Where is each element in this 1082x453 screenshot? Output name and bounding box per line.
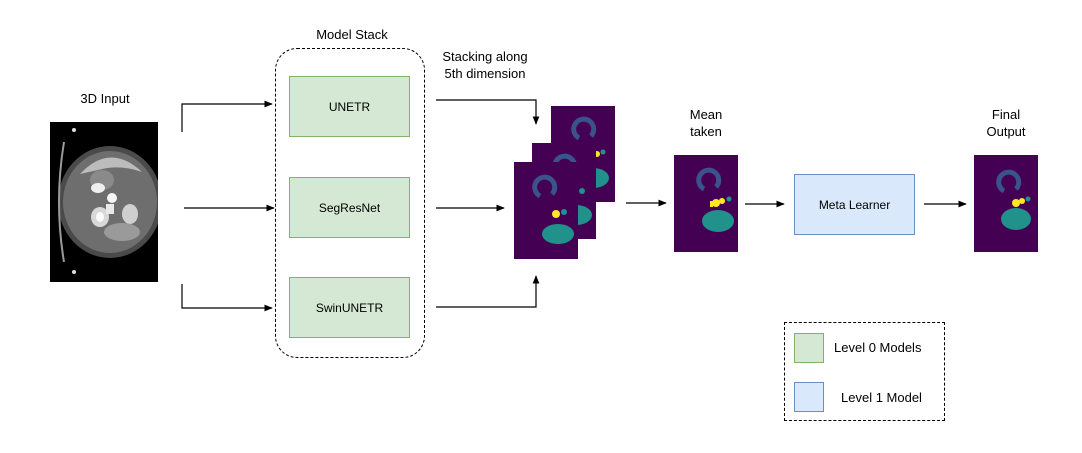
final-output-label-line2: Output xyxy=(986,124,1026,139)
stacking-label: Stacking along 5th dimension xyxy=(425,48,545,82)
model-stack-title: Model Stack xyxy=(316,27,388,42)
arrow-input-to-unetr xyxy=(181,100,273,132)
arrow-unetr-to-stack xyxy=(436,99,540,125)
meta-learner-box: Meta Learner xyxy=(794,174,915,235)
final-output-image xyxy=(974,155,1038,252)
ct-slice-graphic xyxy=(58,128,162,274)
input-label: 3D Input xyxy=(80,91,130,106)
legend xyxy=(784,322,945,421)
unetr-box: UNETR xyxy=(289,76,410,137)
final-output-label: Final Output xyxy=(976,106,1036,140)
legend-label-level1: Level 1 Model xyxy=(841,390,922,405)
legend-swatch-level1 xyxy=(794,382,824,412)
arrow-input-to-swinunetr xyxy=(181,284,273,312)
legend-swatch-level0 xyxy=(794,333,824,363)
mean-label: Mean taken xyxy=(676,106,736,140)
mean-label-line1: Mean xyxy=(689,107,723,122)
legend-label-level0: Level 0 Models xyxy=(834,340,922,355)
mean-output-image xyxy=(674,155,738,252)
model-stack-frame xyxy=(275,48,425,358)
stacking-label-line2: 5th dimension xyxy=(444,66,526,81)
mean-label-line2: taken xyxy=(690,124,722,139)
arrow-swinunetr-to-stack xyxy=(436,275,540,308)
segresnet-box: SegResNet xyxy=(289,177,410,238)
final-output-label-line1: Final xyxy=(991,107,1021,122)
stacked-output-1 xyxy=(514,162,578,259)
ct-scan-image xyxy=(50,122,162,282)
stacking-label-line1: Stacking along xyxy=(442,49,528,64)
swinunetr-box: SwinUNETR xyxy=(289,277,410,338)
